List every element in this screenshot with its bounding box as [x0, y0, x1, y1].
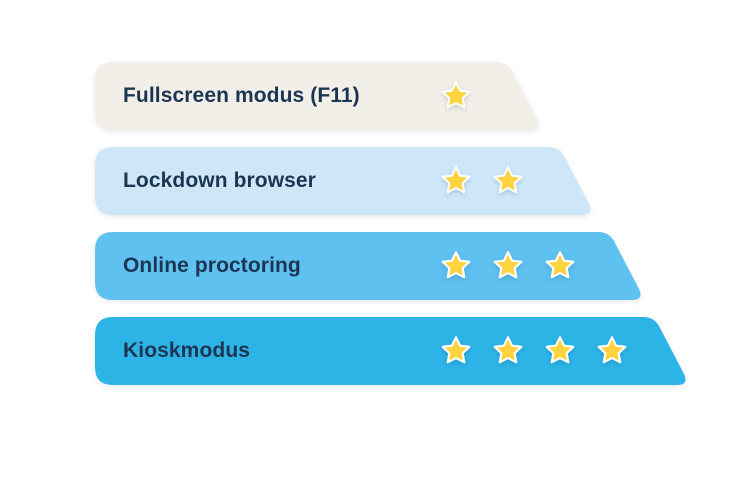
star-rating [440, 147, 524, 215]
star-icon [544, 335, 576, 367]
rating-row: Lockdown browser [95, 147, 594, 215]
mode-label: Lockdown browser [123, 169, 316, 192]
rating-row-wrap: Kioskmodus [95, 317, 689, 385]
rating-row: Kioskmodus [95, 317, 689, 385]
star-rating [440, 62, 472, 130]
star-icon [492, 335, 524, 367]
star-icon [544, 250, 576, 282]
exam-mode-rating-diagram: Fullscreen modus (F11) Lockdown browser … [95, 62, 689, 385]
star-icon [492, 165, 524, 197]
rating-row-wrap: Online proctoring [95, 232, 689, 300]
star-icon [440, 165, 472, 197]
star-icon [440, 80, 472, 112]
star-rating [440, 232, 576, 300]
star-icon [492, 250, 524, 282]
mode-label: Online proctoring [123, 254, 301, 277]
rating-row-wrap: Fullscreen modus (F11) [95, 62, 689, 130]
star-icon [440, 335, 472, 367]
star-rating [440, 317, 628, 385]
mode-label: Fullscreen modus (F11) [123, 84, 360, 107]
star-icon [440, 250, 472, 282]
rating-row-wrap: Lockdown browser [95, 147, 689, 215]
rating-row: Online proctoring [95, 232, 644, 300]
mode-label: Kioskmodus [123, 339, 251, 362]
rating-row: Fullscreen modus (F11) [95, 62, 542, 130]
star-icon [596, 335, 628, 367]
